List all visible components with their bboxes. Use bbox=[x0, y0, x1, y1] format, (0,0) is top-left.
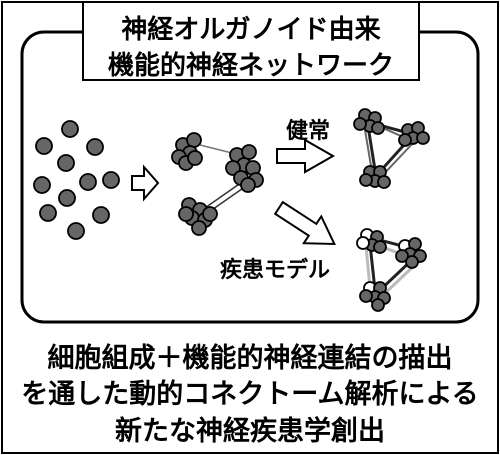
cell bbox=[39, 204, 57, 222]
caption-line-2: を通した動的コネクトーム解析による bbox=[21, 379, 479, 410]
cell bbox=[191, 220, 207, 236]
cell bbox=[371, 298, 385, 312]
healthy-label: 健常 bbox=[286, 119, 331, 144]
cell bbox=[377, 175, 391, 189]
caption-line-3: 新たな神経疾患学創出 bbox=[115, 416, 385, 447]
cell bbox=[92, 206, 110, 224]
cell bbox=[67, 222, 85, 240]
cell bbox=[178, 206, 194, 222]
healthy-network bbox=[353, 108, 430, 189]
cell bbox=[33, 176, 51, 194]
cell bbox=[416, 131, 430, 145]
title-box: 神経オルガノイド由来 機能的神経ネットワーク bbox=[82, 1, 420, 81]
cell bbox=[398, 133, 412, 147]
cell bbox=[35, 137, 53, 155]
cell bbox=[58, 189, 76, 207]
cell bbox=[61, 120, 79, 138]
cell bbox=[405, 255, 419, 269]
cell bbox=[353, 117, 367, 131]
cell bbox=[356, 236, 370, 250]
right-arrow-icon bbox=[276, 138, 336, 174]
diagonal-arrow-icon bbox=[273, 200, 336, 245]
disease-model-label: 疾患モデル bbox=[220, 258, 331, 283]
right-arrow-icon bbox=[131, 164, 160, 202]
cell bbox=[373, 240, 387, 254]
cell bbox=[225, 160, 241, 176]
title-line-1: 神経オルガノイド由来 bbox=[121, 15, 381, 45]
disease-network bbox=[356, 228, 427, 312]
title-line-2: 機能的神経ネットワーク bbox=[107, 51, 394, 81]
cell bbox=[186, 132, 202, 148]
cell bbox=[371, 121, 385, 135]
cell bbox=[395, 249, 409, 263]
scattered-cells bbox=[33, 120, 120, 240]
cell bbox=[86, 138, 104, 156]
cell bbox=[359, 173, 373, 187]
organoid-clusters bbox=[171, 132, 264, 236]
cell bbox=[240, 177, 256, 193]
cell bbox=[187, 150, 203, 166]
cell bbox=[57, 154, 75, 172]
cell bbox=[202, 206, 218, 222]
cell bbox=[359, 289, 373, 303]
cell bbox=[79, 173, 97, 191]
caption-line-1: 細胞組成＋機能的神経連結の描出 bbox=[47, 343, 453, 374]
cell bbox=[241, 144, 257, 160]
cell bbox=[102, 171, 120, 189]
